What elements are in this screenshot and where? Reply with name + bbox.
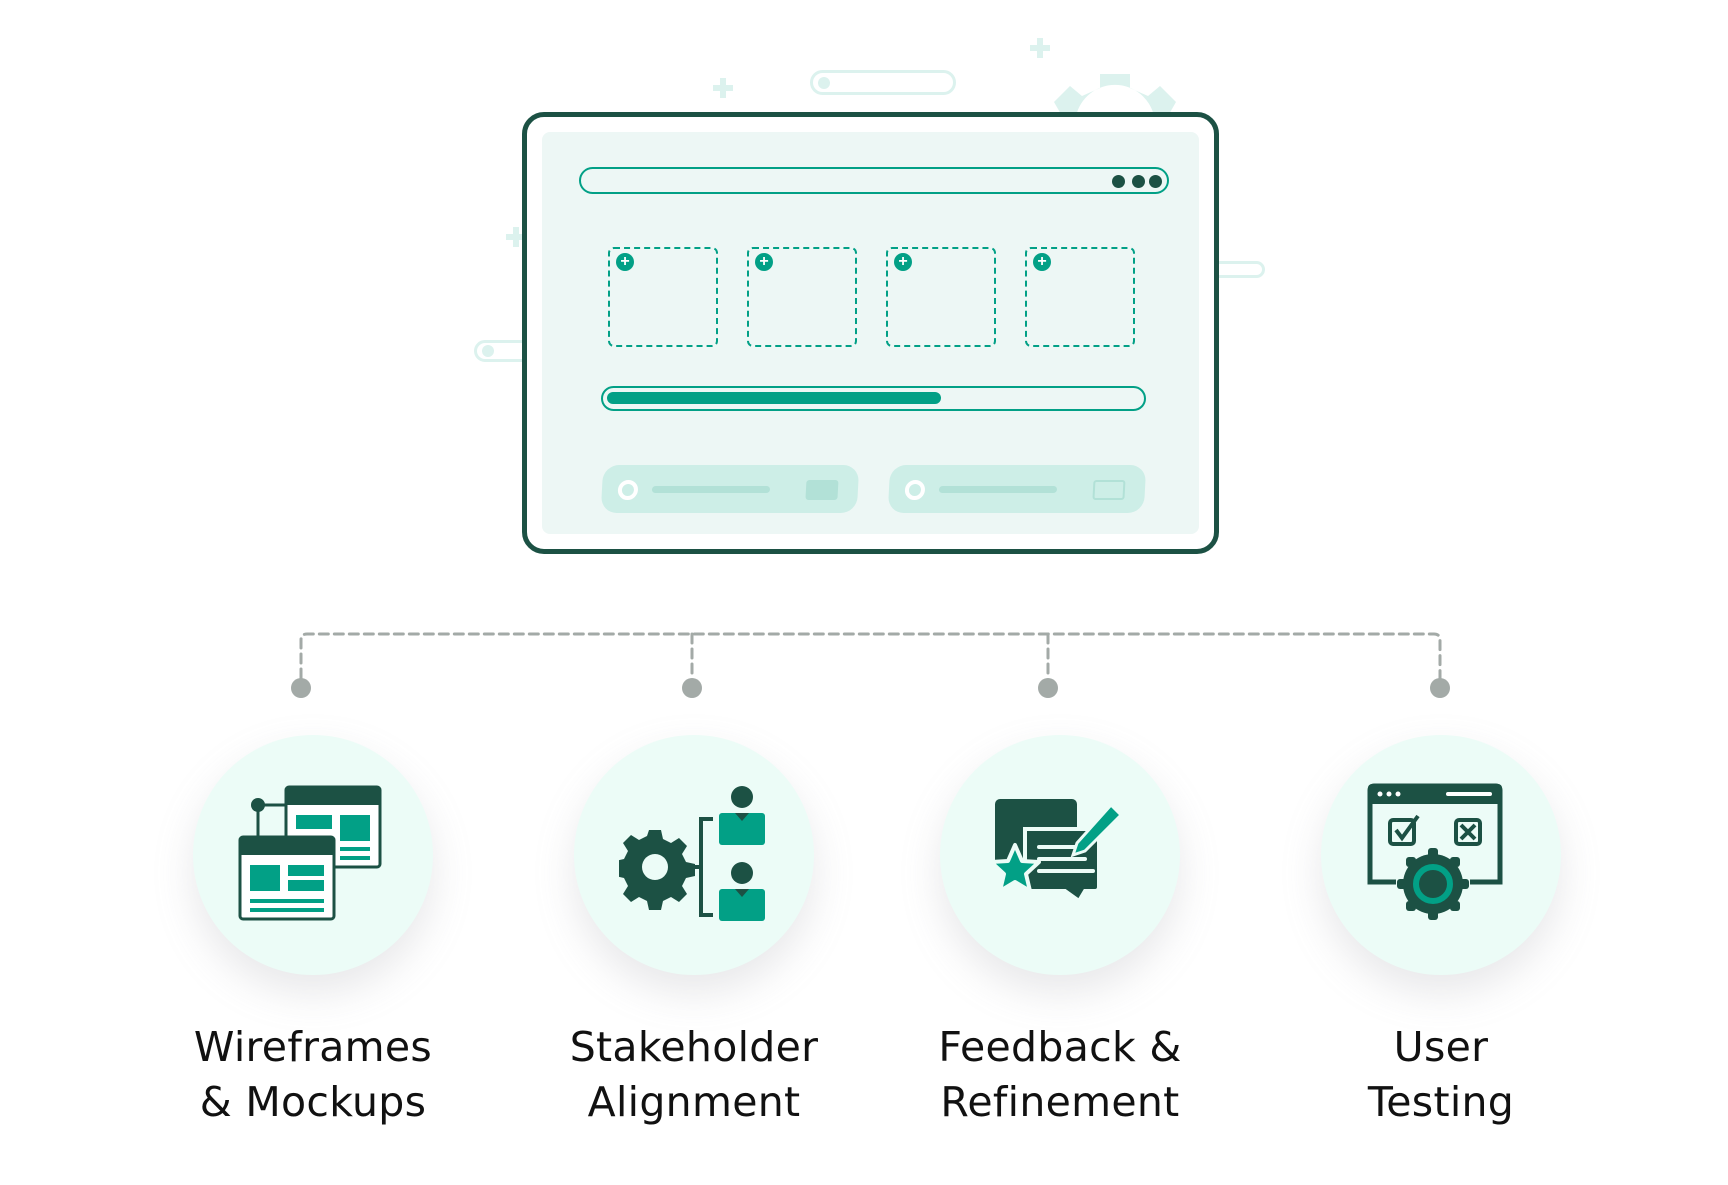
plus-circle-icon: +	[616, 253, 634, 271]
window-dot-icon	[1132, 175, 1145, 188]
window-dot-icon	[1149, 175, 1162, 188]
step-label-line1: Wireframes	[193, 1023, 433, 1071]
step-label-line1: Feedback &	[938, 1023, 1182, 1071]
step-label-line1: User	[1393, 1023, 1489, 1071]
decor-pill-top	[810, 70, 956, 95]
step-icon-circle-user-testing	[1321, 735, 1561, 975]
step-label-wireframes: Wireframes & Mockups	[148, 1020, 478, 1130]
step-label-feedback: Feedback & Refinement	[895, 1020, 1225, 1130]
sparkle-icon	[1030, 38, 1050, 58]
content-placeholder: +	[608, 247, 718, 347]
sparkle-icon	[506, 227, 526, 247]
content-placeholder: +	[747, 247, 857, 347]
step-icon-circle-stakeholder	[574, 735, 814, 975]
decor-pill-knob	[818, 76, 830, 89]
browser-check-gear-icon	[1367, 783, 1503, 920]
step-label-line2: Alignment	[587, 1078, 801, 1126]
address-bar	[579, 167, 1169, 194]
step-label-user-testing: User Testing	[1276, 1020, 1606, 1130]
step-label-line2: Testing	[1367, 1078, 1515, 1126]
plus-circle-icon: +	[894, 253, 912, 271]
plus-circle-icon: +	[1033, 253, 1051, 271]
feedback-star-pencil-icon	[989, 799, 1124, 904]
browser-content-area: + + + +	[542, 132, 1199, 534]
content-placeholder: +	[886, 247, 996, 347]
dashed-connector	[291, 632, 1450, 698]
decor-pill-knob	[482, 345, 494, 357]
window-dot-icon	[1112, 175, 1125, 188]
background-gear-icon	[1054, 74, 1176, 116]
browser-mockup: + + + +	[522, 112, 1219, 554]
step-label-line2: Refinement	[940, 1078, 1180, 1126]
step-icon-circle-wireframes	[193, 735, 433, 975]
wireframe-windows-icon	[238, 785, 382, 921]
step-label-stakeholder: Stakeholder Alignment	[529, 1020, 859, 1130]
sparkle-icon	[713, 78, 733, 98]
step-label-line1: Stakeholder	[569, 1023, 819, 1071]
plus-circle-icon: +	[755, 253, 773, 271]
step-label-line2: & Mockups	[199, 1078, 427, 1126]
progress-fill	[607, 392, 941, 404]
step-icon-circle-feedback	[940, 735, 1180, 975]
gear-people-icon	[619, 786, 765, 921]
progress-bar	[601, 386, 1146, 411]
content-placeholder: +	[1025, 247, 1135, 347]
